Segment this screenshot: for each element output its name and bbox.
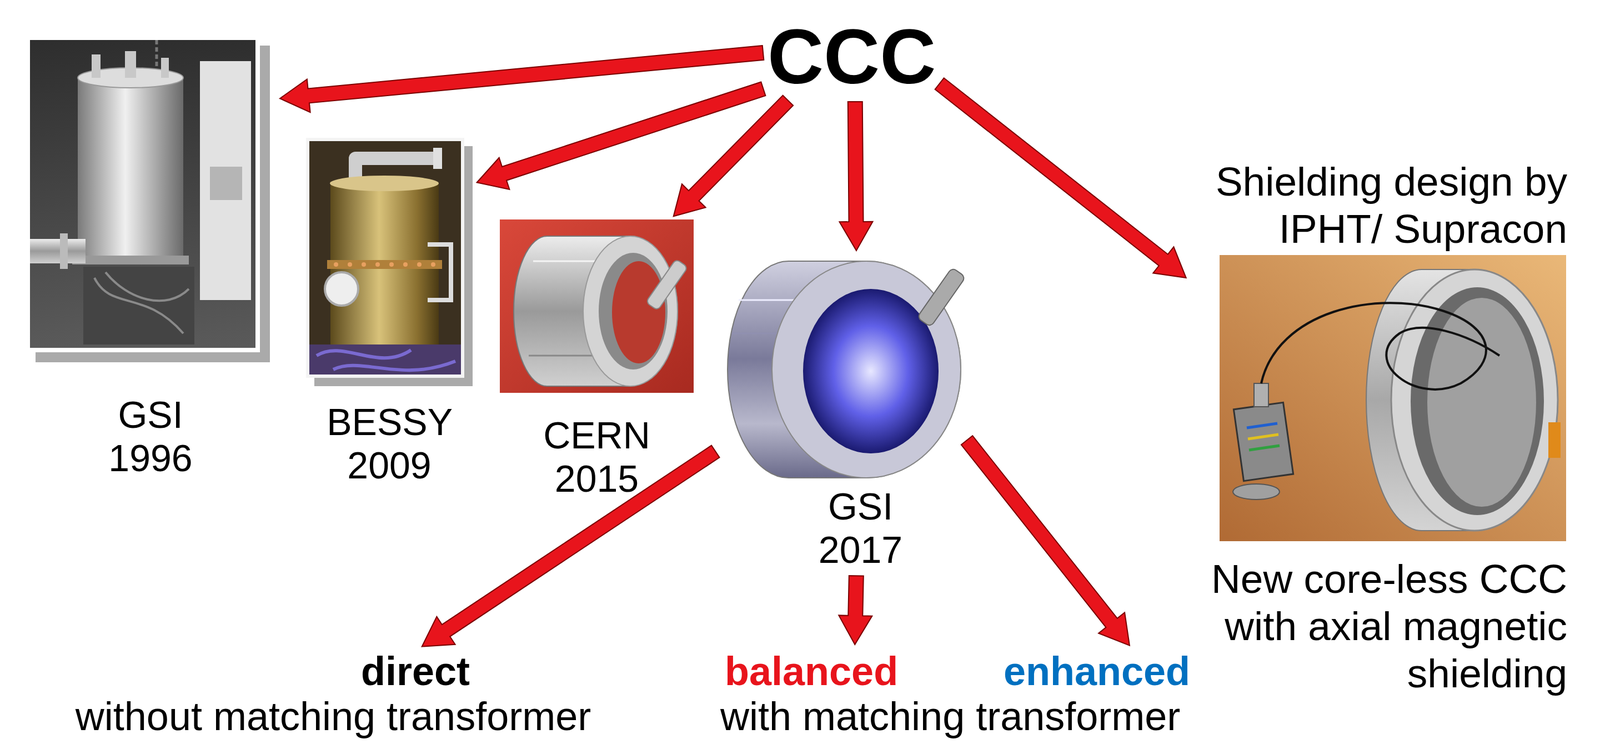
tape <box>1548 422 1561 458</box>
ring-body <box>1366 269 1558 531</box>
ring-hole <box>598 252 668 370</box>
block-arrow <box>673 95 794 217</box>
photo-ground <box>309 141 461 375</box>
electronics-box <box>1233 402 1293 481</box>
bolt <box>417 262 422 267</box>
window-port <box>324 272 359 306</box>
photo-coreless-ccc <box>1219 254 1567 541</box>
photo-bessy-2009 <box>306 137 473 386</box>
block-arrow <box>961 435 1130 645</box>
connector-tube <box>916 267 966 327</box>
tank-port <box>161 57 169 78</box>
node-label: GSI 1996 <box>108 392 193 480</box>
equipment <box>83 266 195 345</box>
tank-port <box>91 54 101 78</box>
photo-node: Shielding design by IPHT/ SupraconNew co… <box>1189 158 1568 697</box>
bolt <box>361 262 366 267</box>
photo-node: GSI 1996 <box>25 35 276 480</box>
tank-flange <box>72 255 189 265</box>
node-label: GSI 2017 <box>818 484 903 571</box>
variant-node: balanced <box>724 648 899 694</box>
title-node: CCC <box>767 15 936 98</box>
node-label: balanced <box>724 648 899 694</box>
photo-cern-2015 <box>499 219 694 393</box>
node-label: without matching transformer <box>55 693 611 739</box>
bolt <box>333 262 339 267</box>
photo-ground <box>1219 254 1567 541</box>
pipe-flange <box>433 147 443 169</box>
connector <box>1254 383 1269 407</box>
variant-node: directwithout matching transformer <box>55 648 611 739</box>
ring-face <box>1391 269 1558 531</box>
ring-hole <box>803 288 939 454</box>
photo-frame <box>25 35 260 353</box>
bolt <box>375 262 380 267</box>
note-label: with matching transformer <box>720 693 1181 739</box>
photo-ground <box>499 219 694 393</box>
cryostat-tank <box>77 77 184 262</box>
cable <box>1261 302 1500 390</box>
beam-pipe <box>29 238 86 264</box>
ring-face <box>771 261 961 478</box>
connector-tube <box>645 258 689 311</box>
photo-frame <box>306 137 465 378</box>
cables <box>316 349 456 370</box>
variant-node: enhanced <box>1003 648 1191 694</box>
photo-node: GSI 2017 <box>719 254 965 571</box>
photo-node: BESSY 2009 <box>306 137 473 487</box>
wire <box>1246 423 1278 428</box>
node-label: CCC <box>767 15 936 98</box>
ring-inner-wall <box>1427 297 1537 507</box>
photo-node: CERN 2015 <box>499 219 694 500</box>
ccc-cylinder <box>727 261 961 478</box>
node-label: New core-less CCC with axial magnetic sh… <box>1189 555 1568 697</box>
bolt <box>389 262 394 267</box>
node-label: CERN 2015 <box>543 413 651 500</box>
ring-hole <box>1410 287 1544 515</box>
ccc-cylinder <box>513 236 678 386</box>
bolt <box>347 262 353 267</box>
tank-port <box>124 51 137 78</box>
wire <box>1249 445 1280 450</box>
photo-ground <box>29 39 256 348</box>
node-label: Shielding design by IPHT/ Supracon <box>1189 158 1568 253</box>
photo-gsi-1996 <box>25 35 270 363</box>
node-label: direct <box>55 648 611 694</box>
bolt <box>430 262 436 267</box>
block-arrow <box>838 575 872 645</box>
handle <box>427 244 451 300</box>
pipe-flange <box>59 233 68 269</box>
base <box>309 344 461 375</box>
wire <box>1247 434 1279 439</box>
flange-disc <box>1232 483 1280 500</box>
block-arrow <box>839 101 874 251</box>
cables <box>94 272 189 334</box>
bolt <box>403 262 408 267</box>
cabinet <box>199 61 252 300</box>
cryostat-lid <box>329 175 439 192</box>
ring-hole-view <box>612 261 666 364</box>
cabinet-panel <box>209 166 243 200</box>
cryostat-flange <box>327 259 443 269</box>
block-arrow <box>935 77 1187 278</box>
photo-gsi-2017 <box>727 261 966 478</box>
ring-face <box>583 236 678 386</box>
block-arrow <box>279 45 764 113</box>
node-label: enhanced <box>1003 648 1191 694</box>
node-label: BESSY 2009 <box>326 399 453 487</box>
